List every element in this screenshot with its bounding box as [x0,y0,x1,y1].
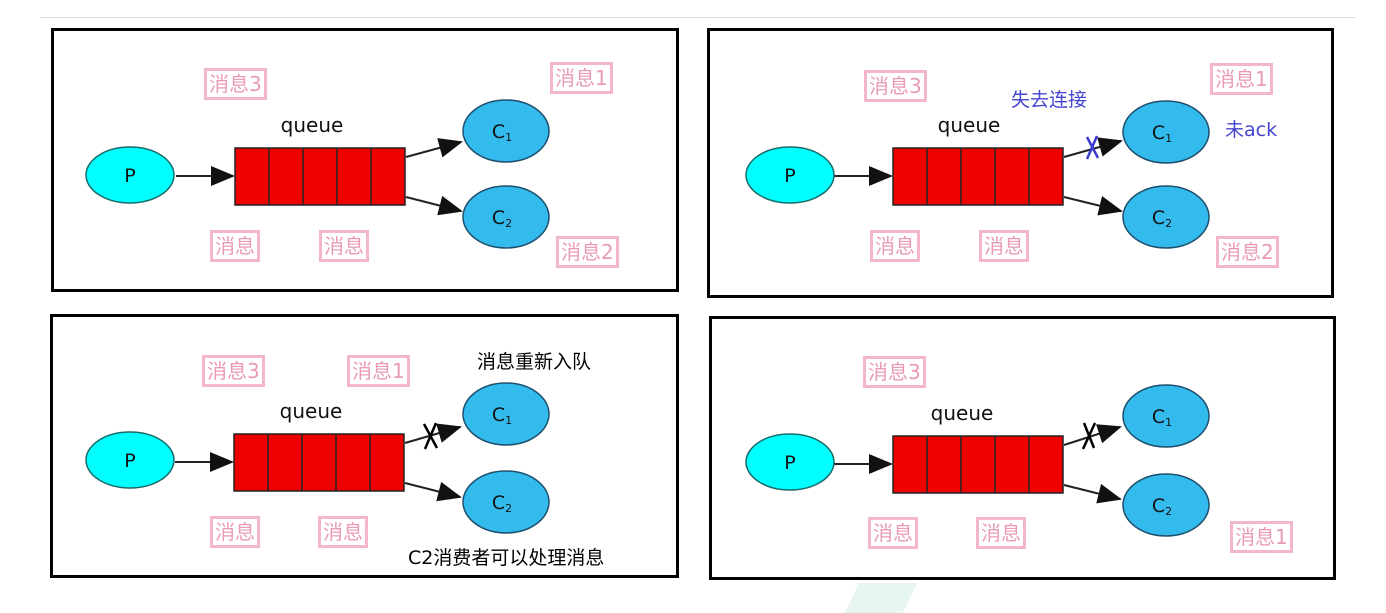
queue-diagram: P queue C1 C2 [745,100,1210,249]
consumer2-node [1122,185,1210,249]
broken-link-cross [422,422,439,450]
queue-box [892,147,1064,206]
broken-link-cross [1085,135,1100,160]
requeue-note: 消息重新入队 [477,351,592,373]
producer-node [745,146,835,204]
consumer2-node [462,470,550,534]
consumer2-arrow [404,481,462,502]
producer-label: P [784,452,795,474]
message-label: 消息2 [556,236,619,268]
consumer1-node [1122,384,1210,448]
consumer2-arrow [405,195,463,216]
svg-text:C2: C2 [492,207,512,230]
message-label: 消息 [979,230,1029,262]
message-label: 消息1 [1210,63,1273,95]
consumer1-node [462,382,550,446]
diagram-panel-4: P queue C1 C2 消息3 消息 消息 消息1 [709,316,1336,580]
message-label: 消息 [868,517,918,549]
diagram-panel-3: P queue C1 C2 消息3 消息1 消息 消息 消息重新入队 C2消费者… [50,314,679,578]
message-label: 消息2 [1216,236,1279,268]
producer-node [85,146,175,204]
consumer2-node [462,185,550,249]
producer-label: P [784,165,795,187]
message-label: 消息 [318,516,368,548]
watermark-shape [845,583,917,613]
message-label: 消息3 [863,356,926,388]
consumer2-arrow [1063,483,1122,504]
broken-link-cross [1081,422,1097,450]
queue-diagram: P queue C1 C2 [85,382,550,534]
producer-node [85,431,175,489]
consumer1-node [1122,100,1210,164]
no-ack-note: 未ack [1225,119,1278,141]
message-label: 消息3 [204,68,267,100]
message-label: 消息 [976,517,1026,549]
consumer2-node [1122,473,1210,537]
consumer2-arrow [1063,196,1123,216]
producer-label: P [124,165,135,187]
svg-text:C2: C2 [492,492,512,515]
svg-text:C1: C1 [1152,406,1172,429]
queue-title: queue [280,399,343,423]
svg-text:C2: C2 [1152,207,1172,230]
message-label: 消息3 [864,70,927,102]
queue-diagram: P queue C1 C2 [745,384,1210,537]
message-label: 消息1 [1230,521,1293,553]
svg-text:C1: C1 [1152,122,1172,145]
svg-text:C2: C2 [1152,495,1172,518]
message-label: 消息1 [550,62,613,94]
producer-node [745,433,835,491]
diagram-panel-1: P queue C1 C2 消息3 消息1 消息 消息 消息2 [51,28,679,292]
connection-lost-note: 失去连接 [1011,89,1088,111]
consumer1-arrow [1063,424,1122,446]
queue-diagram: P queue C1 C2 [85,99,550,249]
queue-title: queue [281,113,344,137]
message-label: 消息 [210,516,260,548]
message-label: 消息 [319,230,369,262]
queue-box [892,435,1064,494]
message-label: 消息 [870,230,920,262]
producer-label: P [124,450,135,472]
queue-title: queue [931,401,994,425]
diagram-panel-2: P queue C1 C2 消息3 消息1 消息 消息 消息2 失去连接 未ac… [707,28,1334,298]
top-divider [40,17,1356,18]
queue-title: queue [938,113,1001,137]
message-label: 消息 [210,230,260,262]
svg-text:C1: C1 [492,121,512,144]
queue-box [234,147,406,206]
c2-consume-note: C2消费者可以处理消息 [408,547,605,569]
message-label: 消息1 [347,355,410,387]
queue-box [233,433,405,492]
consumer1-node [462,99,550,163]
consumer1-arrow [404,423,462,444]
message-label: 消息3 [202,355,265,387]
svg-text:C1: C1 [492,404,512,427]
consumer1-arrow [405,138,463,158]
